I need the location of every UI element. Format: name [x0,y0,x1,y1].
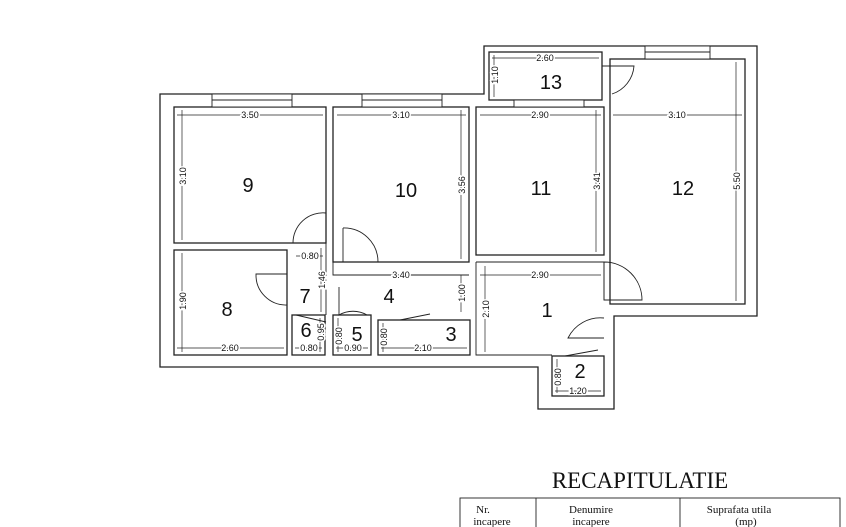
dim-label: 1.90 [178,292,188,310]
door-room-9 [292,212,327,244]
table-header-suprafata: (mp) [735,516,757,527]
hall-walls [325,243,605,356]
summary-table [459,497,841,527]
dim-label: 3.56 [457,176,467,194]
window [361,93,443,108]
table-header-denumire: incapere [572,516,609,527]
dim-label: 3.10 [178,167,188,185]
room-number-3: 3 [445,324,456,346]
room-11-area [475,106,605,256]
dim-label: 0.80 [301,251,319,261]
room-3-area [377,319,471,356]
dim-label: 0.80 [334,327,344,345]
door-room-6 [295,314,327,323]
room-number-9: 9 [242,175,253,197]
door-room-5 [338,287,368,316]
window [644,45,711,60]
dim-label: 3.10 [392,110,410,120]
door-room-13 [602,65,635,95]
room-number-13: 13 [540,72,562,94]
dim-label: 0.80 [379,328,389,346]
door-room-3 [399,313,431,321]
dim-label: 2.10 [414,343,432,353]
dim-label: 0.95 [316,323,326,341]
room-9-area [173,106,327,244]
door-room-10 [342,227,379,263]
dim-label: 0.80 [553,368,563,386]
summary-title: RECAPITULATIE [552,468,728,493]
window [211,93,293,108]
window [513,99,585,108]
dim-label: 2.90 [531,110,549,120]
room-number-1: 1 [541,300,552,322]
room-number-5: 5 [351,324,362,346]
dim-label: 0.90 [344,343,362,353]
room-number-11: 11 [531,178,552,200]
dim-label: 3.41 [592,172,602,190]
room-number-2: 2 [574,361,585,383]
dim-label: 2.60 [536,53,554,63]
room-number-4: 4 [383,286,394,308]
room-number-8: 8 [221,299,232,321]
room-number-12: 12 [672,178,694,200]
dim-label: 1.00 [457,284,467,302]
dim-label: 1.10 [490,66,500,84]
door-room-8 [255,273,288,306]
table-header-nr: incapere [473,516,510,527]
dim-label: 0.80 [300,343,318,353]
door-room-2 [564,349,599,357]
room-number-7: 7 [299,286,310,308]
dim-label: 3.50 [241,110,259,120]
room-13-area [488,51,603,101]
dim-label: 3.10 [668,110,686,120]
room-12-area [609,58,746,305]
door-room-12 [603,261,643,301]
room-8-area [173,249,288,356]
room-number-10: 10 [395,180,417,202]
dimension-lines [177,55,742,393]
dim-label: 2.10 [481,300,491,318]
dim-label: 1.20 [569,386,587,396]
room-2-area [551,355,605,397]
door-entrance [567,317,605,339]
dim-label: 2.60 [221,343,239,353]
table-header-suprafata: Suprafata utila [707,504,772,516]
room-10-area [332,106,470,263]
table-header-denumire: Denumire [569,504,613,516]
dim-label: 1.46 [317,271,327,289]
dim-label: 5.50 [732,172,742,190]
room-number-6: 6 [300,320,311,342]
table-header-nr: Nr. [476,504,490,516]
dim-label: 2.90 [531,270,549,280]
dim-label: 3.40 [392,270,410,280]
